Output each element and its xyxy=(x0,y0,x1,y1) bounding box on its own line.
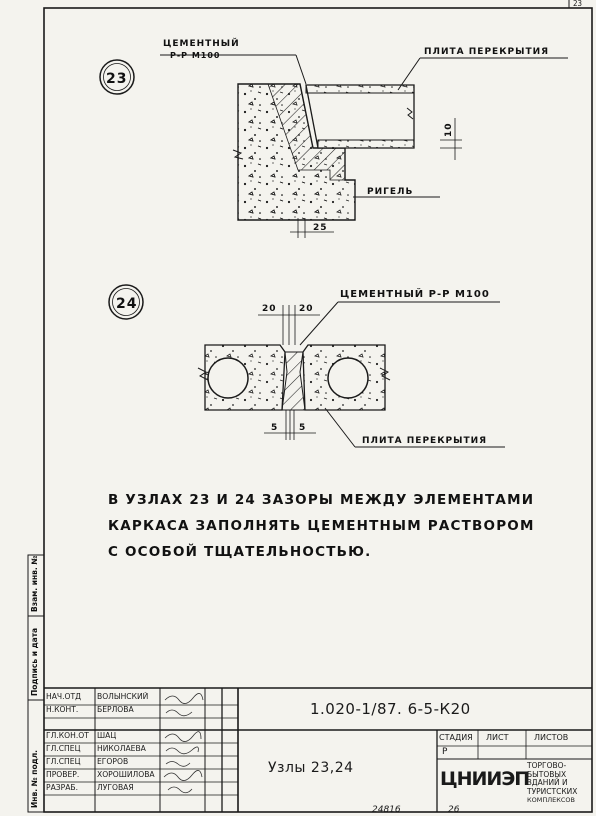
node-24-dim-top-left: 20 xyxy=(262,304,277,314)
signer-name: БЕРЛОВА xyxy=(97,705,134,714)
node-23-marker xyxy=(99,59,135,95)
signer-role: Н.КОНТ. xyxy=(46,705,79,714)
node-23-cement-label-1: ЦЕМЕНТНЫЙ xyxy=(163,37,240,49)
general-note: В узлах 23 и 24 зазоры между элементами … xyxy=(108,487,538,565)
node-24-dim-bottom-right: 5 xyxy=(299,423,306,433)
org-name: ТОРГОВО- БЫТОВЫХ ЗДАНИЙ И ТУРИСТСКИХ КОМ… xyxy=(527,761,578,805)
sheet-frame xyxy=(43,7,593,813)
document-code: 1.020-1/87. 6-5-К20 xyxy=(310,700,471,718)
node-24-dim-bottom-left: 5 xyxy=(271,423,278,433)
signer-role: РАЗРАБ. xyxy=(46,783,79,792)
org-name-line-3: ЗДАНИЙ И xyxy=(527,778,568,788)
node-23-dim-10: 10 xyxy=(444,122,454,137)
signer-name: ВОЛЫНСКИЙ xyxy=(97,692,149,701)
note-line-2: каркаса заполнять цементным раствором xyxy=(108,518,535,534)
node-23-dim-25: 25 xyxy=(313,223,328,233)
sheet-title: Узлы 23,24 xyxy=(268,760,354,776)
joint-cement-fill xyxy=(281,351,306,411)
note-line-1: В узлах 23 и 24 зазоры между элементами xyxy=(108,492,535,508)
node-23-detail: 23 ЦЕМЕНТНЫЙ Р-Р М100 ПЛИТА ПЕРЕКРЫТИЯ Р… xyxy=(99,37,568,238)
org-name-line-4: ТУРИСТСКИХ xyxy=(527,786,578,796)
signer-name: ШАЦ xyxy=(97,731,117,740)
node-23-label: 23 xyxy=(106,71,127,87)
signer-role: НАЧ.ОТД xyxy=(46,692,82,701)
signer-role: ГЛ.КОН.ОТ xyxy=(46,731,89,740)
note-line-3: с особой тщательностью. xyxy=(108,544,372,560)
node-23-cement-label-2: Р-Р М100 xyxy=(170,51,221,60)
node-23-girder-label: РИГЕЛЬ xyxy=(367,187,413,197)
org-name-line-1: ТОРГОВО- xyxy=(527,761,567,770)
org-name-line-5: КОМПЛЕКСОВ xyxy=(527,796,575,805)
signer-name: ХОРОШИЛОВА xyxy=(97,770,155,779)
right-slab-void xyxy=(327,357,369,399)
node-24-slab-label: ПЛИТА ПЕРЕКРЫТИЯ xyxy=(362,436,487,446)
signer-role: ПРОВЕР. xyxy=(46,770,80,779)
stage-value: Р xyxy=(442,747,448,757)
signer-role: ГЛ.СПЕЦ xyxy=(46,757,81,766)
side-label-signature: Подпись и дата xyxy=(30,627,39,696)
node-24-label: 24 xyxy=(116,296,137,312)
side-label-replace: Взам. инв. № xyxy=(30,555,39,612)
footer-inventory: 24816 xyxy=(372,805,401,815)
node-23-slab-label: ПЛИТА ПЕРЕКРЫТИЯ xyxy=(424,47,549,57)
title-block xyxy=(44,687,592,812)
side-strip xyxy=(27,554,45,813)
signer-name: ЕГОРОВ xyxy=(97,757,129,766)
left-slab-void xyxy=(207,357,249,399)
org-name-line-2: БЫТОВЫХ xyxy=(527,769,567,779)
org-logo: ЦНИИЭП xyxy=(440,768,530,790)
signatures xyxy=(163,693,204,794)
signer-name: ЛУГОВАЯ xyxy=(97,783,134,792)
sheets-header: ЛИСТОВ xyxy=(534,733,569,742)
signer-role: ГЛ.СПЕЦ xyxy=(46,744,81,753)
floor-slab xyxy=(305,84,415,149)
node-24-cement-label: ЦЕМЕНТНЫЙ Р-Р М100 xyxy=(340,287,490,300)
node-24-dim-top-right: 20 xyxy=(299,304,314,314)
node-24-marker xyxy=(108,284,144,320)
signer-name: НИКОЛАЕВА xyxy=(97,744,146,753)
sheet-number: 23 xyxy=(573,0,582,8)
footer-page: 26 xyxy=(448,805,460,815)
side-label-inventory: Инв. № подл. xyxy=(30,749,39,808)
stage-header: СТАДИЯ xyxy=(439,733,473,742)
sheet-header: ЛИСТ xyxy=(486,733,509,742)
node-24-detail: 24 20 20 5 5 ЦЕМЕНТНЫЙ Р-Р М100 ПЛИТА ПЕ… xyxy=(108,284,505,448)
